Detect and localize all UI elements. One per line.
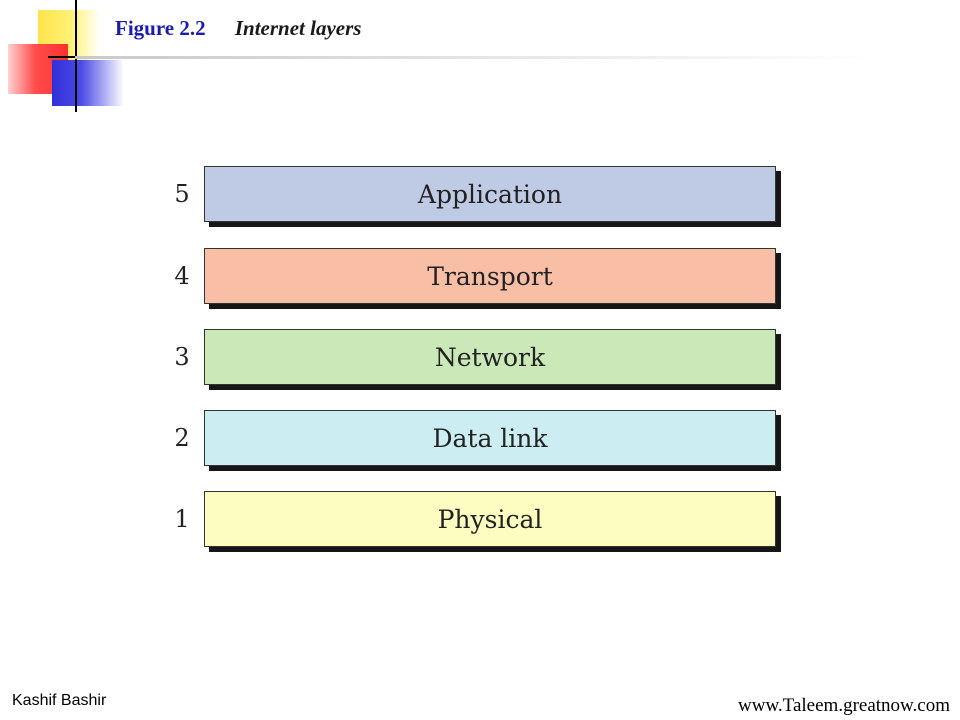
figure-label: Figure 2.2	[115, 16, 206, 40]
layer-box-transport: Transport	[204, 248, 776, 304]
layer-number: 2	[174, 424, 190, 452]
layer-box-application: Application	[204, 166, 776, 222]
layer-row-1: 1 Physical	[170, 491, 790, 553]
layer-box-data-link: Data link	[204, 410, 776, 466]
figure-caption: Internet layers	[234, 16, 362, 40]
layer-number: 4	[174, 262, 190, 290]
layer-number: 5	[174, 180, 190, 208]
decor-blue-square	[52, 60, 124, 106]
website-url: www.Taleem.greatnow.com	[738, 695, 950, 716]
corner-decoration	[0, 0, 130, 112]
slide-title: Figure 2.2 Internet layers	[115, 16, 361, 41]
layer-row-2: 2 Data link	[170, 410, 790, 472]
layer-row-5: 5 Application	[170, 166, 790, 228]
layer-number: 1	[174, 505, 190, 533]
layer-box-physical: Physical	[204, 491, 776, 547]
title-underline	[75, 56, 875, 59]
decor-horizontal-line	[48, 56, 88, 58]
layer-box-network: Network	[204, 329, 776, 385]
layer-number: 3	[174, 343, 190, 371]
layer-row-3: 3 Network	[170, 329, 790, 391]
layer-row-4: 4 Transport	[170, 248, 790, 310]
author-name: Kashif Bashir	[12, 692, 107, 709]
